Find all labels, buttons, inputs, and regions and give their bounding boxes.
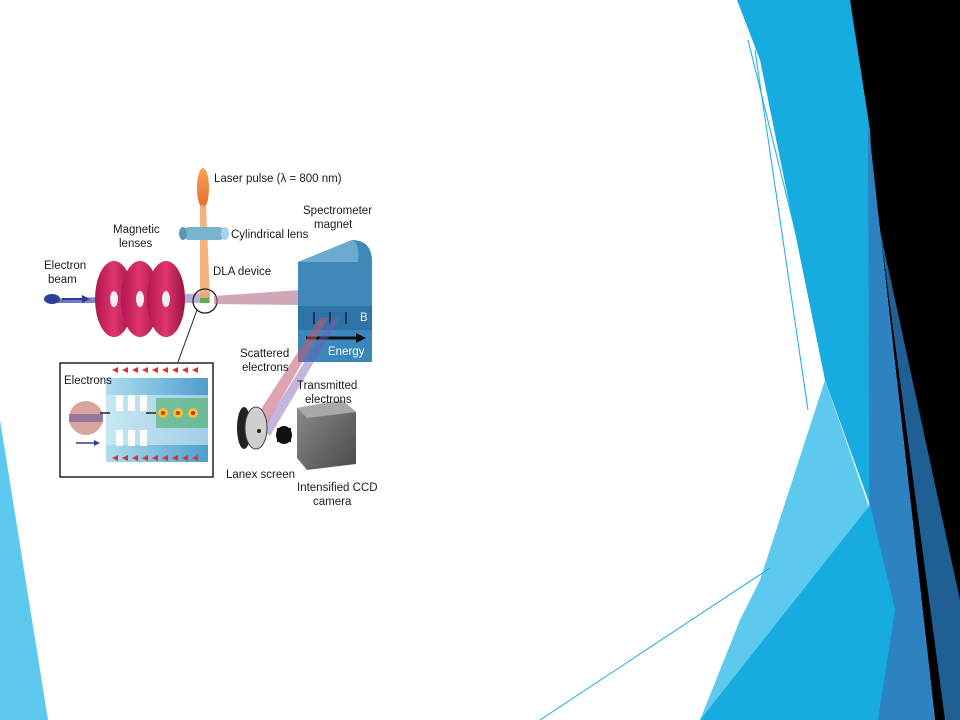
electron-beam-source — [44, 294, 60, 304]
electron-beam-label-2: beam — [48, 274, 77, 286]
spectrometer-label-2: magnet — [314, 219, 353, 231]
electron-beam-label-1: Electron — [44, 260, 86, 272]
scattered-electrons-label-1: Scattered — [240, 348, 289, 360]
intensified-ccd-camera — [276, 400, 356, 470]
decor-mid-blue-lower — [700, 505, 895, 720]
inset-field-arrows-top — [112, 367, 198, 373]
inset-electron-structure — [59, 362, 214, 478]
lanex-screen — [237, 406, 268, 450]
scattered-electron-path — [250, 318, 328, 432]
decor-deep-blue-edge — [880, 230, 960, 720]
decor-light-blue-lower — [700, 380, 870, 720]
spectrometer-label-1: Spectrometer — [303, 205, 372, 217]
beam-to-spectrometer — [214, 290, 300, 305]
inset-field-pattern — [156, 398, 208, 428]
ccd-camera-label-2: camera — [313, 496, 352, 508]
dla-device-chip — [200, 298, 209, 303]
decor-thin-line-1 — [747, 39, 843, 421]
decor-thin-line-3 — [539, 567, 771, 720]
decor-left-light-blue — [0, 420, 48, 720]
cylindrical-lens-label: Cylindrical lens — [231, 229, 309, 241]
laser-beam — [200, 205, 210, 298]
lanex-screen-label: Lanex screen — [226, 469, 295, 481]
cylindrical-lens — [179, 227, 229, 240]
ccd-camera-label-1: Intensified CCD — [297, 482, 378, 494]
magnetic-lenses-label-2: lenses — [119, 238, 152, 250]
laser-pulse-label: Laser pulse (λ = 800 nm) — [214, 173, 342, 185]
callout-leader — [177, 309, 198, 363]
energy-label: Energy — [328, 346, 365, 358]
electron-beam-arrow-head — [82, 295, 90, 303]
magnetic-lenses — [95, 261, 185, 337]
decor-blue-mid-band — [737, 0, 895, 720]
dla-device-label: DLA device — [213, 266, 271, 278]
transmitted-electrons-label-1: Transmitted — [297, 380, 357, 392]
laser-pulse — [197, 168, 209, 208]
decor-thin-line-2 — [754, 49, 809, 411]
magnetic-lenses-label-1: Magnetic — [113, 224, 160, 236]
transmitted-electron-path — [262, 318, 340, 436]
inset-field-arrows-bottom — [112, 455, 198, 461]
electrons-inset-label: Electrons — [64, 375, 112, 387]
scattered-electrons-label-2: electrons — [242, 362, 289, 374]
transmitted-electrons-label-2: electrons — [305, 394, 352, 406]
field-b-label: B — [360, 312, 368, 324]
